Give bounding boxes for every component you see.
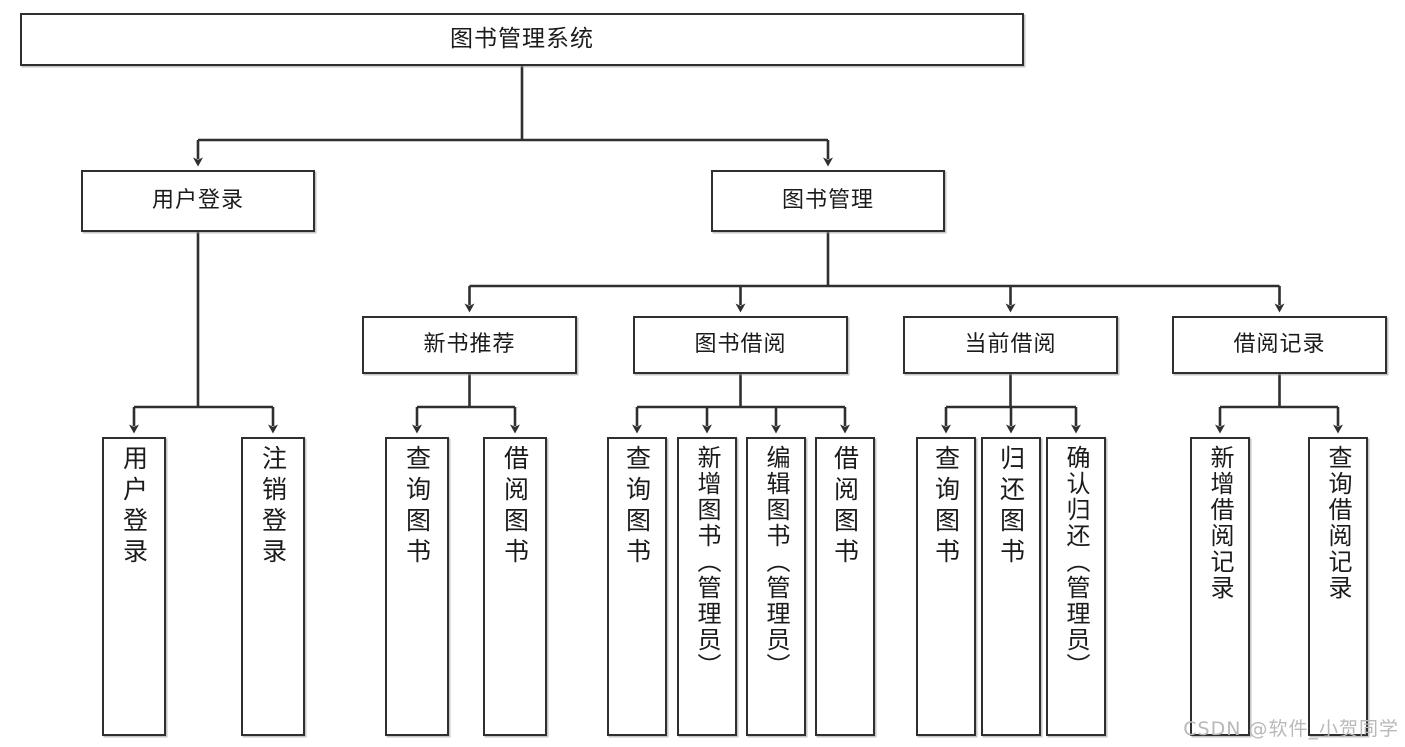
node-label: 归还图书: [996, 445, 1026, 569]
node-label: 确认归还（管理员）: [1062, 445, 1090, 679]
node-label: 查询图书: [622, 445, 652, 569]
node-label: 编辑图书（管理员）: [762, 445, 790, 679]
node-label: 借阅图书: [830, 445, 860, 569]
node-label: 用户登录: [119, 445, 149, 569]
node-label: 图书管理: [781, 188, 874, 214]
node-label: 当前借阅: [964, 332, 1057, 358]
node-leaf-query-book-2[interactable]: 查询图书: [607, 437, 667, 736]
node-book-borrow[interactable]: 图书借阅: [633, 316, 848, 374]
node-label: 借阅记录: [1233, 332, 1326, 358]
node-label: 查询图书: [402, 445, 432, 569]
node-leaf-confirm-return-admin[interactable]: 确认归还（管理员）: [1046, 437, 1106, 736]
node-current-borrow[interactable]: 当前借阅: [903, 316, 1118, 374]
node-label: 注销登录: [258, 445, 288, 569]
node-leaf-query-book-3[interactable]: 查询图书: [916, 437, 976, 736]
node-leaf-query-book-1[interactable]: 查询图书: [385, 437, 449, 736]
node-root[interactable]: 图书管理系统: [20, 13, 1024, 66]
node-new-book-recommend[interactable]: 新书推荐: [362, 316, 577, 374]
node-label: 图书管理系统: [450, 26, 594, 53]
node-leaf-user-login[interactable]: 用户登录: [102, 437, 166, 736]
node-leaf-query-borrow-record[interactable]: 查询借阅记录: [1308, 437, 1368, 736]
node-book-manage[interactable]: 图书管理: [711, 170, 945, 232]
node-label: 新增图书（管理员）: [693, 445, 721, 679]
node-leaf-edit-book-admin[interactable]: 编辑图书（管理员）: [746, 437, 806, 736]
node-leaf-add-book-admin[interactable]: 新增图书（管理员）: [677, 437, 737, 736]
node-user-login[interactable]: 用户登录: [81, 170, 315, 232]
node-leaf-borrow-book-2[interactable]: 借阅图书: [815, 437, 875, 736]
node-leaf-return-book[interactable]: 归还图书: [981, 437, 1041, 736]
node-label: 新书推荐: [423, 332, 516, 358]
node-borrow-record[interactable]: 借阅记录: [1172, 316, 1387, 374]
node-label: 用户登录: [151, 188, 244, 214]
node-label: 新增借阅记录: [1206, 445, 1234, 601]
node-label: 查询借阅记录: [1324, 445, 1352, 601]
node-label: 查询图书: [931, 445, 961, 569]
node-label: 借阅图书: [500, 445, 530, 569]
node-leaf-add-borrow-record[interactable]: 新增借阅记录: [1190, 437, 1250, 736]
node-leaf-borrow-book-1[interactable]: 借阅图书: [483, 437, 547, 736]
node-label: 图书借阅: [694, 332, 787, 358]
node-leaf-logout[interactable]: 注销登录: [241, 437, 305, 736]
